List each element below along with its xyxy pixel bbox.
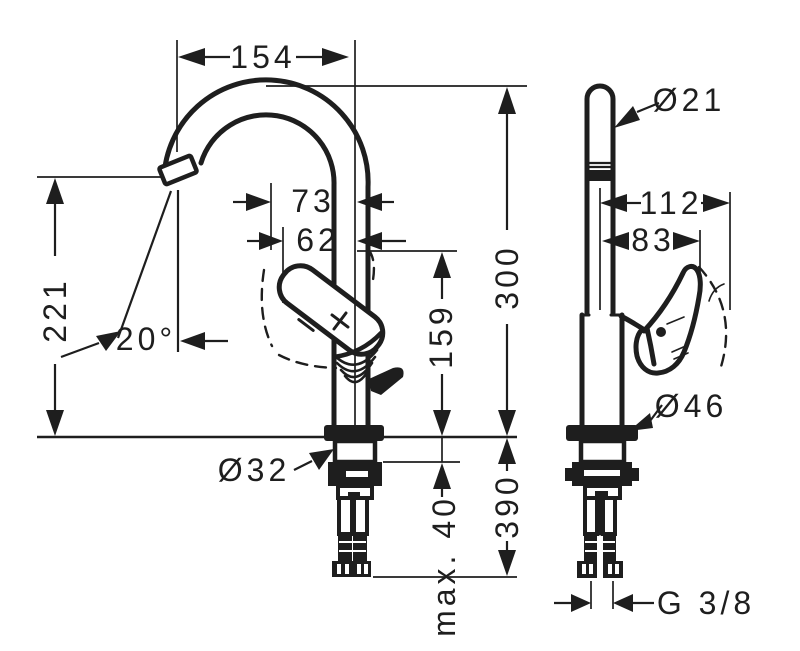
cartridge-dome <box>331 330 384 384</box>
callout-hole-diameter: Ø32 <box>218 449 334 488</box>
dim-label-83: 83 <box>631 222 675 258</box>
dim-max-40: max. 40 <box>426 437 462 637</box>
arrow-left-icon <box>178 48 205 66</box>
dim-62: 62 <box>247 222 406 258</box>
mounting-shank-side <box>578 438 627 465</box>
arrow-up-right-icon <box>96 331 121 351</box>
arrow-right-icon <box>246 193 271 211</box>
dim-label-154: 154 <box>230 39 295 75</box>
drain-lever <box>369 367 404 395</box>
spout-outer-edge <box>161 77 371 429</box>
mounting-nut-front <box>328 462 382 486</box>
arrow-right-icon <box>703 194 730 212</box>
hose-nuts-side <box>577 561 623 578</box>
mounting-nut-side <box>565 462 639 486</box>
arrow-up-icon <box>433 463 451 489</box>
side-view: 112 83 Ø21 Ø46 G 3/8 <box>554 82 755 621</box>
handle-pivot-dot <box>656 327 666 337</box>
dim-label-o21: Ø21 <box>653 82 725 118</box>
front-reference-lines <box>37 40 527 578</box>
dim-label-221: 221 <box>37 277 73 342</box>
dim-221: 221 <box>37 178 73 436</box>
dim-159: 159 <box>423 252 459 436</box>
arrow-down-icon <box>498 550 516 576</box>
dim-label-390: 390 <box>489 473 525 538</box>
spout-inner-edge <box>198 112 337 429</box>
deck-flange-side <box>566 425 638 441</box>
arrow-up-icon <box>433 252 451 278</box>
arrow-up-icon <box>498 87 516 114</box>
handle-swing-dashed-bottom <box>277 353 338 370</box>
body-column-side <box>579 312 625 429</box>
arrow-up-icon <box>46 178 64 204</box>
dim-label-300: 300 <box>489 244 525 309</box>
lever-handle-side <box>618 263 725 376</box>
supply-hoses-side <box>583 496 617 562</box>
minus-mark <box>297 318 315 332</box>
dim-spout-reach: 154 <box>178 39 349 75</box>
dim-300: 300 <box>489 87 525 436</box>
lever-handle-front <box>276 263 386 357</box>
dim-390: 390 <box>489 438 525 576</box>
dim-label-o32: Ø32 <box>218 452 290 488</box>
arrow-left-icon <box>613 594 633 612</box>
arrow-left-icon <box>600 194 627 212</box>
arrow-right-icon <box>673 232 700 250</box>
callout-body-diameter: Ø46 <box>629 388 727 431</box>
arrow-right-icon <box>259 232 283 250</box>
arrow-down-icon <box>498 410 516 436</box>
arrow-down-icon <box>46 410 64 436</box>
arrow-left-icon <box>357 232 382 250</box>
arrow-right-icon <box>571 594 591 612</box>
dim-label-62: 62 <box>296 222 340 258</box>
mounting-shank-front <box>332 438 378 465</box>
aerator <box>157 153 199 187</box>
spout-outlet-band <box>587 161 613 181</box>
dim-label-20deg: 20° <box>116 321 176 357</box>
dim-thread: G 3/8 <box>554 581 755 621</box>
dim-112: 112 <box>600 185 731 310</box>
supply-hoses-front <box>337 496 369 562</box>
arrow-left-icon <box>180 332 205 350</box>
arrow-right-icon <box>322 48 349 66</box>
arrow-down-left-icon <box>614 106 640 128</box>
dim-73: 73 <box>233 183 394 219</box>
dim-label-73: 73 <box>291 183 335 219</box>
arrow-down-icon <box>433 410 451 436</box>
arrow-up-icon <box>498 438 516 464</box>
front-view: 154 73 62 221 <box>37 39 527 637</box>
plus-mark <box>330 311 350 331</box>
deck-flange-front <box>324 425 384 441</box>
hose-nuts-front <box>332 561 371 577</box>
handle-swing-dashed-left <box>260 268 274 348</box>
dim-label-159: 159 <box>423 303 459 368</box>
faucet-front <box>157 77 404 577</box>
arrow-down-left-icon <box>629 413 653 431</box>
callout-pipe-diameter: Ø21 <box>614 82 725 128</box>
arrow-left-icon <box>602 232 629 250</box>
dim-swivel-angle: 20° <box>60 190 228 359</box>
dim-83: 83 <box>602 222 701 299</box>
spout-pipe-side <box>584 83 616 316</box>
dim-label-o46: Ø46 <box>655 388 727 424</box>
dim-label-112: 112 <box>639 185 702 221</box>
handle-swing-dashed-arc <box>697 265 728 375</box>
faucet-side <box>565 83 728 578</box>
dim-label-max-40: max. 40 <box>426 495 462 637</box>
arrow-up-right-icon <box>309 449 334 470</box>
arrow-left-icon <box>357 193 382 211</box>
dim-label-g38: G 3/8 <box>657 585 755 621</box>
